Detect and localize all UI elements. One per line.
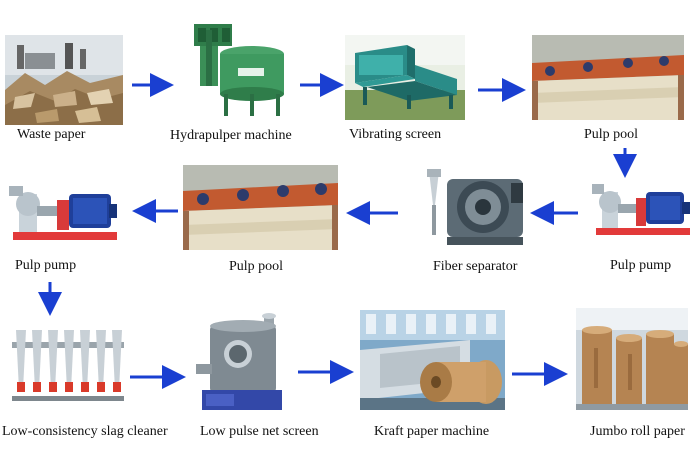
step-label: Pulp pool	[229, 259, 284, 274]
step-pulse-screen: Low pulse net screen	[190, 310, 330, 445]
step-waste-paper: Waste paper	[5, 35, 127, 145]
step-label: Kraft paper machine	[374, 424, 490, 439]
step-vibrating-screen: Vibrating screen	[345, 35, 475, 145]
pulp-pool-photo	[532, 35, 684, 120]
step-slag-cleaner: Low-consistency slag cleaner	[2, 320, 182, 445]
kraft-paper-machine-photo	[360, 310, 505, 410]
step-pulp-pump-1: Pulp pump	[5, 180, 130, 280]
vibrating-screen-photo	[345, 35, 465, 120]
waste-paper-pile-photo	[5, 35, 123, 125]
hydrapulper-photo	[180, 20, 290, 120]
fiber-separator-photo	[415, 165, 530, 250]
step-label: Hydrapulper machine	[170, 128, 292, 143]
pulp-pump-photo	[5, 180, 125, 248]
pulse-screen-photo	[194, 310, 289, 415]
step-label: Pulp pump	[15, 258, 77, 273]
step-label: Vibrating screen	[349, 127, 442, 142]
jumbo-roll-photo	[576, 308, 688, 410]
step-label: Pulp pump	[610, 258, 672, 273]
step-label: Pulp pool	[584, 127, 639, 142]
slag-cleaner-photo	[8, 320, 128, 410]
step-pulp-pool-2: Pulp pool	[183, 165, 343, 280]
step-pulp-pump-2: Pulp pump	[590, 180, 700, 280]
step-pulp-pool-1: Pulp pool	[532, 35, 687, 145]
step-label: Waste paper	[17, 127, 86, 142]
step-label: Low-consistency slag cleaner	[2, 424, 168, 439]
pulp-pool-photo	[183, 165, 338, 250]
pulp-pump-photo	[590, 180, 695, 242]
step-kraft-machine: Kraft paper machine	[360, 310, 510, 445]
step-jumbo-roll: Jumbo roll paper	[570, 308, 700, 445]
step-label: Low pulse net screen	[200, 424, 319, 439]
step-label: Jumbo roll paper	[590, 424, 685, 439]
step-hydrapulper: Hydrapulper machine	[170, 20, 300, 145]
step-fiber-separator: Fiber separator	[415, 165, 535, 280]
step-label: Fiber separator	[433, 259, 518, 274]
